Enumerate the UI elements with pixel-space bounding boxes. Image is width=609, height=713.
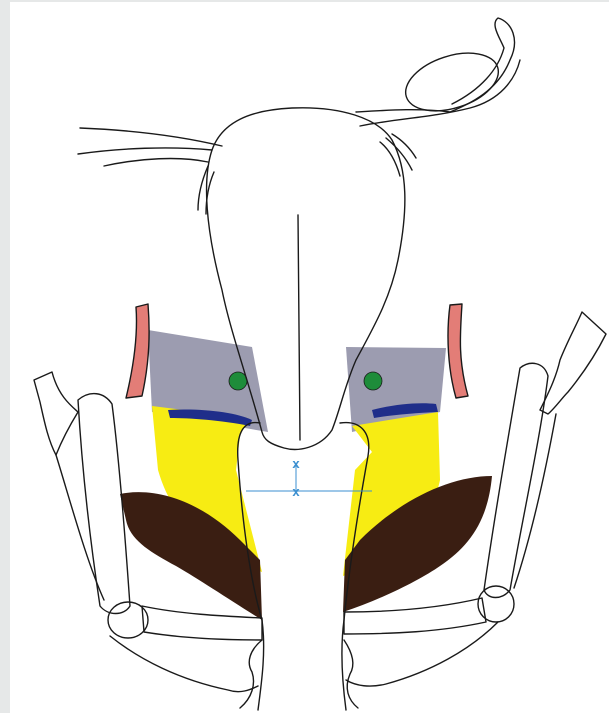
left-perineal-membrane: [142, 606, 262, 640]
left-vessel: [126, 304, 149, 398]
measurement-marker-bottom: x: [292, 484, 300, 499]
right-vessel: [448, 304, 468, 398]
broad-ligament-line-right: [360, 60, 520, 126]
left-iliac-notch: [34, 372, 78, 455]
left-marker-dot: [229, 372, 247, 390]
right-pubic-ramus: [484, 363, 548, 597]
left-pubic-ramus: [78, 394, 130, 614]
left-ischial-curve: [56, 455, 104, 600]
right-labium-outline: [344, 640, 358, 708]
right-marker-dot: [364, 372, 382, 390]
left-ligament-line-1: [80, 128, 222, 146]
uterine-cavity-line: [298, 215, 300, 440]
measurement-marker-top: x: [292, 456, 300, 471]
left-lower-contour: [110, 636, 258, 692]
left-ligament-line-3: [104, 159, 208, 166]
right-ischial-curve: [514, 414, 556, 588]
left-labium-outline: [240, 640, 262, 708]
fallopian-tube: [356, 18, 514, 112]
left-ligament-line-2: [78, 148, 212, 154]
right-iliac-notch: [540, 312, 606, 414]
